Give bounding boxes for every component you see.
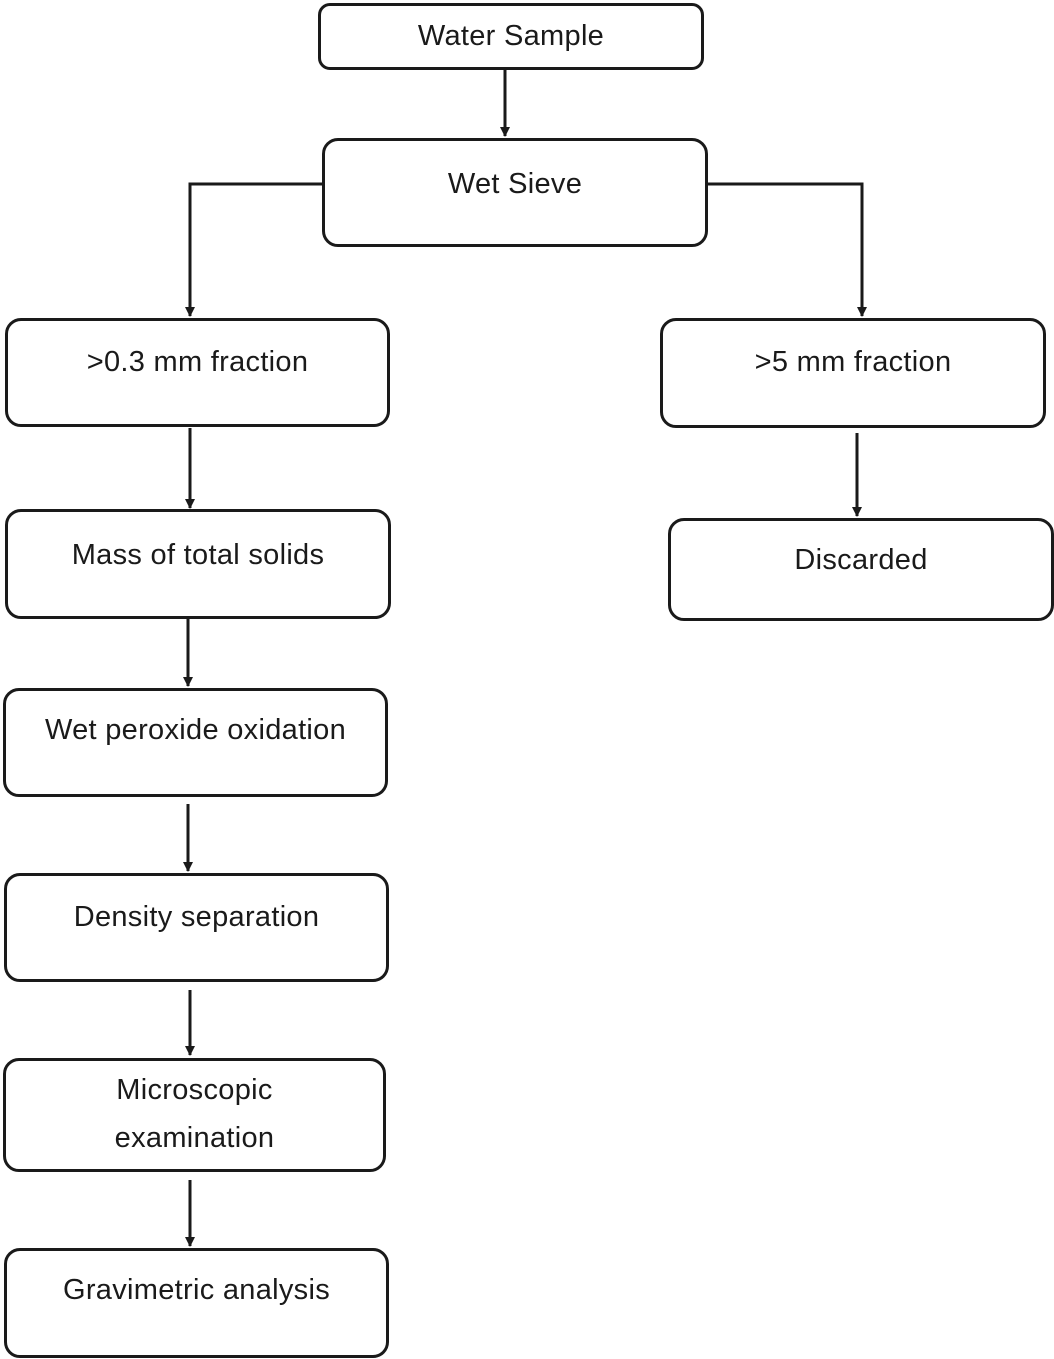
node-discarded-label: Discarded — [794, 544, 928, 576]
arrow-sieve-to-small-fraction — [185, 182, 322, 317]
node-wet-peroxide-oxidation-label: Wet peroxide oxidation — [44, 714, 347, 746]
node-small-fraction-label: >0.3 mm fraction — [86, 346, 309, 378]
node-microscopic-examination-line-1: Microscopic — [116, 1074, 273, 1107]
node-small-fraction: >0.3 mm fraction — [5, 318, 390, 427]
node-gravimetric-analysis-label: Gravimetric analysis — [62, 1274, 331, 1306]
node-density-separation-label: Density separation — [73, 901, 320, 933]
node-gravimetric-analysis: Gravimetric analysis — [4, 1248, 389, 1358]
node-wet-sieve-label: Wet Sieve — [447, 168, 583, 200]
node-wet-peroxide-oxidation: Wet peroxide oxidation — [3, 688, 388, 797]
node-water-sample-label: Water Sample — [417, 20, 605, 53]
node-large-fraction-label: >5 mm fraction — [754, 346, 952, 378]
node-mass-total-solids-label: Mass of total solids — [71, 539, 325, 571]
node-water-sample: Water Sample — [318, 3, 704, 70]
arrow-sieve-to-large-fraction — [708, 182, 867, 317]
node-large-fraction: >5 mm fraction — [660, 318, 1046, 428]
node-discarded: Discarded — [668, 518, 1054, 621]
node-microscopic-examination: Microscopic examination — [3, 1058, 386, 1172]
node-density-separation: Density separation — [4, 873, 389, 982]
node-mass-total-solids: Mass of total solids — [5, 509, 391, 619]
node-wet-sieve: Wet Sieve — [322, 138, 708, 247]
node-microscopic-examination-line-2: examination — [114, 1122, 275, 1154]
